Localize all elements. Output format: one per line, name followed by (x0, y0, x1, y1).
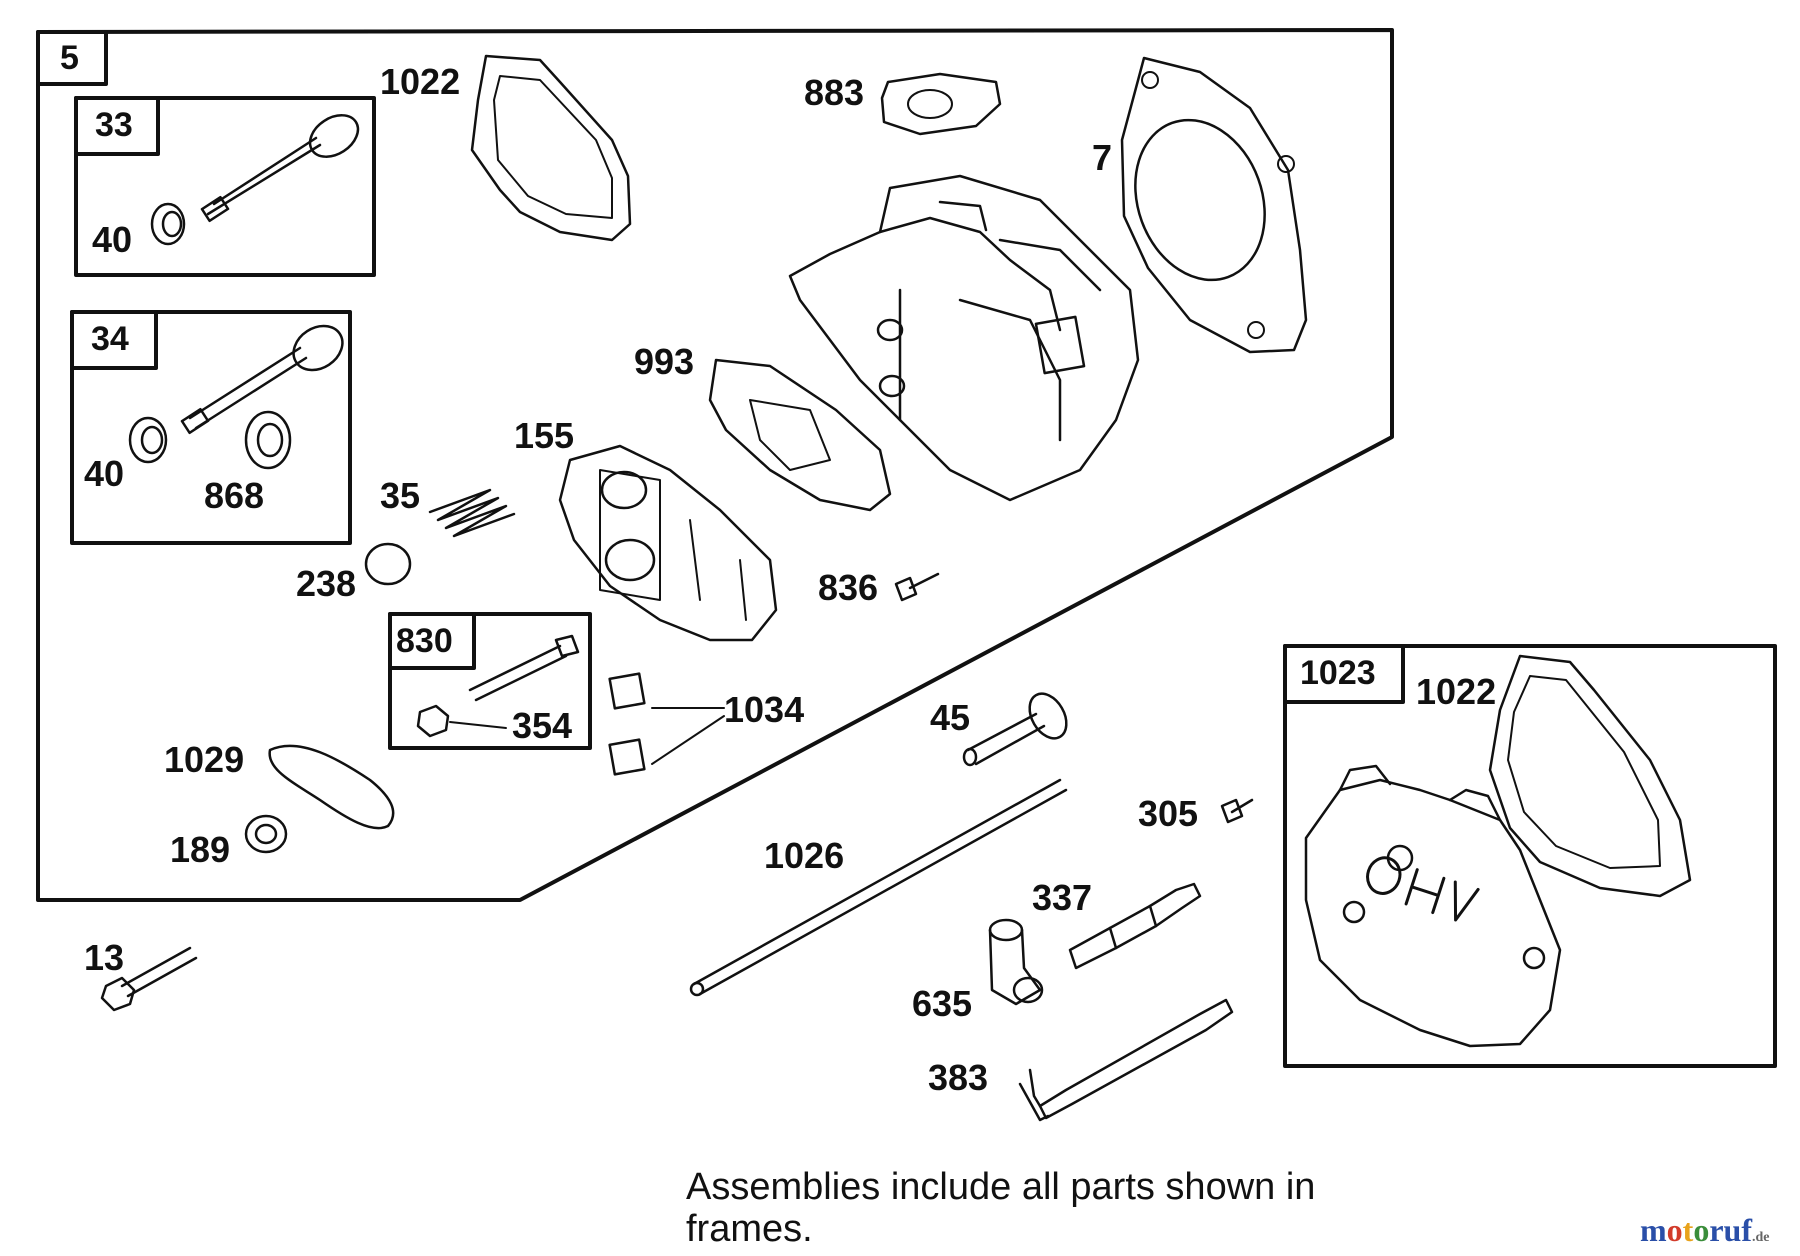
callout-868: 868 (204, 475, 265, 516)
breather-elbow (988, 918, 1044, 1006)
callout-155: 155 (514, 415, 575, 456)
rocker-cover-gasket (708, 358, 892, 512)
cylinder-head-bolt (100, 946, 198, 1012)
stud-nut (416, 704, 450, 738)
cylinder-head-gasket (1120, 56, 1308, 354)
callout-1029: 1029 (164, 739, 245, 780)
screw-305 (1220, 798, 1254, 824)
callout-40-a: 40 (92, 219, 133, 260)
frame-34-label: 34 (91, 320, 129, 358)
frame-1023-outline (1283, 644, 1777, 1068)
cylinder-head (788, 174, 1140, 502)
cover-stud (468, 634, 580, 702)
frame-830-outline (388, 612, 592, 750)
valve-seal (244, 410, 292, 470)
frame-1023-label: 1023 (1300, 654, 1376, 692)
callout-1022-top: 1022 (380, 61, 461, 102)
callout-35: 35 (380, 475, 421, 516)
callout-883: 883 (804, 72, 865, 113)
frame-34-tab (70, 310, 158, 370)
spark-plug-lead (1018, 998, 1234, 1122)
valve-cap (364, 542, 412, 586)
screw-836 (894, 572, 940, 602)
frame-5-outline (36, 28, 1394, 902)
rocker-plate (558, 444, 778, 642)
callout-1026: 1026 (764, 835, 845, 876)
rocker-arm (268, 744, 395, 830)
callout-189: 189 (170, 829, 231, 870)
frame-830-label: 830 (396, 622, 453, 660)
callout-1034: 1034 (724, 689, 805, 730)
valve-cover-gasket-frame (1488, 654, 1692, 898)
callout-7: 7 (1092, 137, 1113, 178)
valve-spring (428, 488, 516, 538)
callout-13: 13 (84, 937, 125, 978)
frame-830-tab (388, 612, 476, 670)
intake-valve (180, 324, 344, 435)
valve-cover-gasket-top (470, 54, 632, 242)
frame-33-tab (74, 96, 160, 156)
callout-45: 45 (930, 697, 971, 738)
callout-1022-cover: 1022 (1416, 671, 1497, 712)
exhaust-valve (200, 114, 360, 223)
spark-plug (1068, 882, 1202, 970)
assemblies-note: Assemblies include all parts shown in fr… (686, 1166, 1316, 1250)
callout-635: 635 (912, 983, 973, 1024)
callout-993: 993 (634, 341, 695, 382)
rocker-nut (244, 814, 288, 854)
frame-33-outline (74, 96, 376, 277)
push-rod (689, 778, 1068, 997)
ohv-logo (1366, 856, 1480, 922)
frame-5-label: 5 (60, 39, 79, 77)
retainer-2 (608, 738, 646, 776)
push-rod-guide (962, 692, 1068, 767)
callout-40-b: 40 (84, 453, 125, 494)
frame-34-outline (70, 310, 352, 545)
frame-1023-tab (1283, 644, 1405, 704)
callout-305: 305 (1138, 793, 1199, 834)
motoruf-watermark[interactable]: motoruf.de (1640, 1212, 1770, 1248)
valve-keeper-b (128, 416, 168, 464)
retainer-1 (608, 672, 646, 710)
frame-5-tab (36, 30, 108, 86)
frame-33-label: 33 (95, 106, 133, 144)
valve-keeper-a (150, 202, 186, 246)
callout-337: 337 (1032, 877, 1093, 918)
callout-354: 354 (512, 705, 573, 746)
callout-238: 238 (296, 563, 357, 604)
callout-383: 383 (928, 1057, 989, 1098)
callout-836: 836 (818, 567, 879, 608)
intake-gasket (880, 72, 1002, 136)
